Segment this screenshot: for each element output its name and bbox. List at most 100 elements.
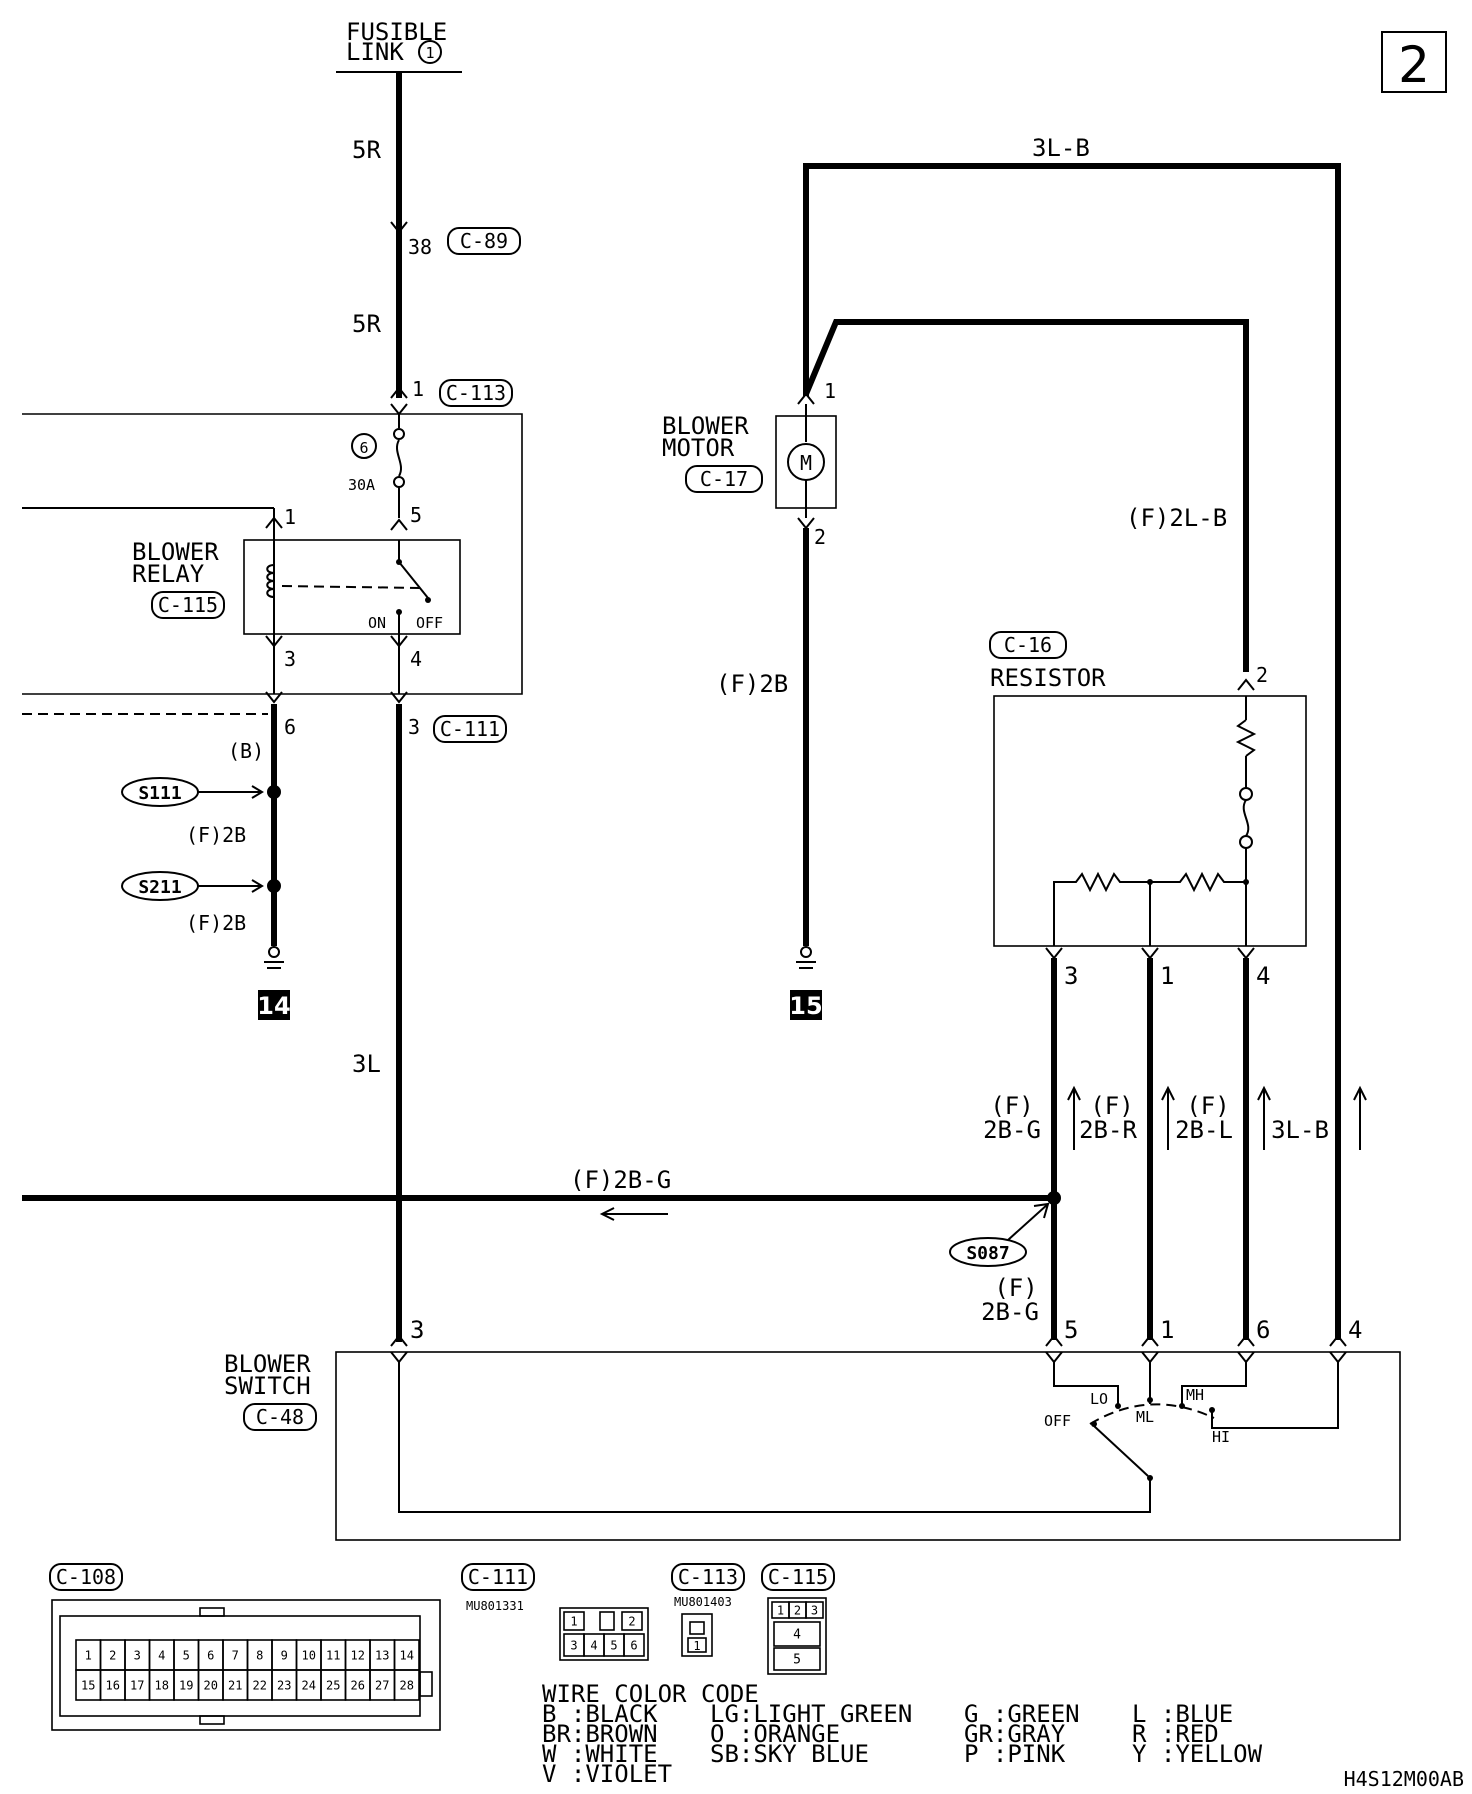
color-code-col3: G :GREEN GR:GRAY P :PINK [964,1700,1080,1768]
c115-pin-label: 5 [793,1653,801,1668]
c108-pin-label: 23 [277,1678,291,1692]
connector-c115: C-115 [158,593,218,617]
wire-2bg-low-f: (F) [994,1274,1037,1302]
wire-2b-motor-label: (F)2B [716,670,788,698]
fusible-link-number-circle [418,40,442,64]
splice-s111-arrowhead [251,785,264,799]
svg-text:BR:BROWN: BR:BROWN [542,1720,658,1748]
res-pin-1: 1 [1160,962,1174,990]
wire-2bl-col: 2B-L [1175,1116,1233,1144]
connector-c111-tag [433,715,507,743]
flow-arrow-4-head [1353,1085,1367,1101]
res-pin-4: 4 [1256,962,1270,990]
c108-pin-label: 28 [400,1678,414,1692]
relay-pin-3-mark [265,635,283,648]
splice-s211: S211 [138,877,181,898]
svg-text:1: 1 [693,1639,700,1653]
c111-pin-label: 1 [570,1614,577,1628]
ground-14-terminal [268,946,280,958]
connector-mark-c111 [390,691,408,704]
c108-pin-label: 25 [326,1678,340,1692]
ground-15-number: 15 [789,992,822,1020]
thermal-fuse-bottom [1239,835,1253,849]
wire-2lb-label: (F)2L-B [1126,504,1227,532]
connector-c17: C-17 [700,467,748,491]
pin-4-mark [390,635,408,648]
connector-c16-tag [989,631,1067,659]
relay-switch-arm [398,561,429,599]
connector-c115-view-label: C-115 [768,1565,828,1589]
c111-pin-cell [563,1611,585,1631]
ground-14-badge [258,990,290,1020]
connector-c16: C-16 [1004,633,1052,657]
res-pin-1-mark [1141,947,1159,960]
sw-rotor-pivot [1147,1475,1153,1481]
connector-c108-tag [49,1563,123,1591]
wire-2lb [803,319,1249,672]
relay-coil [266,564,275,598]
flow-arrow-left-head [599,1207,615,1221]
c111-pin-label: 4 [590,1638,597,1652]
fusible-link-label-2: LINK [346,38,404,66]
wire-5r-label-a: 5R [352,136,381,164]
sw-pin-6-mark-b [1237,1351,1255,1364]
c115-pin-cell [773,1621,821,1647]
relay-off-label: OFF [416,614,443,632]
blower-motor-label-2: MOTOR [662,434,735,462]
svg-text:Y :YELLOW: Y :YELLOW [1132,1740,1263,1768]
relay-pin-1: 1 [284,505,296,529]
motor-pin-2: 2 [814,525,826,549]
c108-pin-label: 3 [134,1648,141,1662]
relay-pin-1-mark [265,516,283,529]
sw-pos-ml: ML [1136,1408,1154,1426]
page-number-box [1381,31,1447,93]
c108-pin-label: 9 [281,1648,288,1662]
blower-switch-label: BLOWER [224,1350,311,1378]
connector-c17-tag [685,465,763,493]
connector-c113-view: 1 [681,1613,713,1657]
motor-pin-1: 1 [824,379,836,403]
sw-pin-1: 1 [1160,1316,1174,1344]
res-pin-3: 3 [1064,962,1078,990]
connector-c48-tag [243,1403,317,1431]
flow-arrow-1-head [1067,1085,1081,1101]
c111-pin-label: 6 [630,1638,637,1652]
connector-c111-view-tag [461,1563,535,1591]
c111-pin-cell [621,1611,643,1631]
pin-1-c113: 1 [412,377,424,401]
pin-38: 38 [408,235,432,259]
c108-pin-label: 26 [351,1678,365,1692]
color-code-col1: B :BLACK BR:BROWN W :WHITE V :VIOLET [542,1700,672,1788]
sw-pin-4-mark-b [1329,1351,1347,1364]
splice-s087-arrow [1007,1203,1049,1241]
c108-pin-label: 27 [375,1678,389,1692]
c108-pin-label: 6 [207,1648,214,1662]
sw-pin-4-mark [1329,1334,1347,1347]
pin-5: 5 [410,503,422,527]
sw-pin-3: 3 [410,1316,424,1344]
wire-3lb-top-label: 3L-B [1032,134,1090,162]
svg-text:L :BLUE: L :BLUE [1132,1700,1233,1728]
sw-pin-6-mark [1237,1334,1255,1347]
wire-2b-s111-label: (F)2B [186,823,246,847]
pin-3-c111: 3 [408,715,420,739]
connector-c111-view-label: C-111 [468,1565,528,1589]
c108-pin-label: 24 [302,1678,316,1692]
wire-3lb-col: 3L-B [1271,1116,1329,1144]
res-pin-3-mark [1045,947,1063,960]
ground-15-terminal [800,946,812,958]
color-code-col2: LG:LIGHT GREEN O :ORANGE SB:SKY BLUE [710,1700,912,1768]
connector-c89-tag [447,227,521,255]
connector-mark-c113 [390,386,408,399]
connector-c108: C-108 [56,1565,116,1589]
c108-pin-label: 15 [81,1678,95,1692]
fuse-terminal-top [393,428,405,440]
c108-pin-label: 14 [400,1648,414,1662]
splice-s087-tag [949,1237,1027,1267]
svg-text:GR:GRAY: GR:GRAY [964,1720,1066,1748]
svg-text:W :WHITE: W :WHITE [542,1740,658,1768]
c115-pin-cell [773,1647,821,1671]
sw-pin-1-mark-b [1141,1351,1159,1364]
resistor-label: RESISTOR [990,664,1106,692]
blower-switch-box [335,1351,1401,1541]
